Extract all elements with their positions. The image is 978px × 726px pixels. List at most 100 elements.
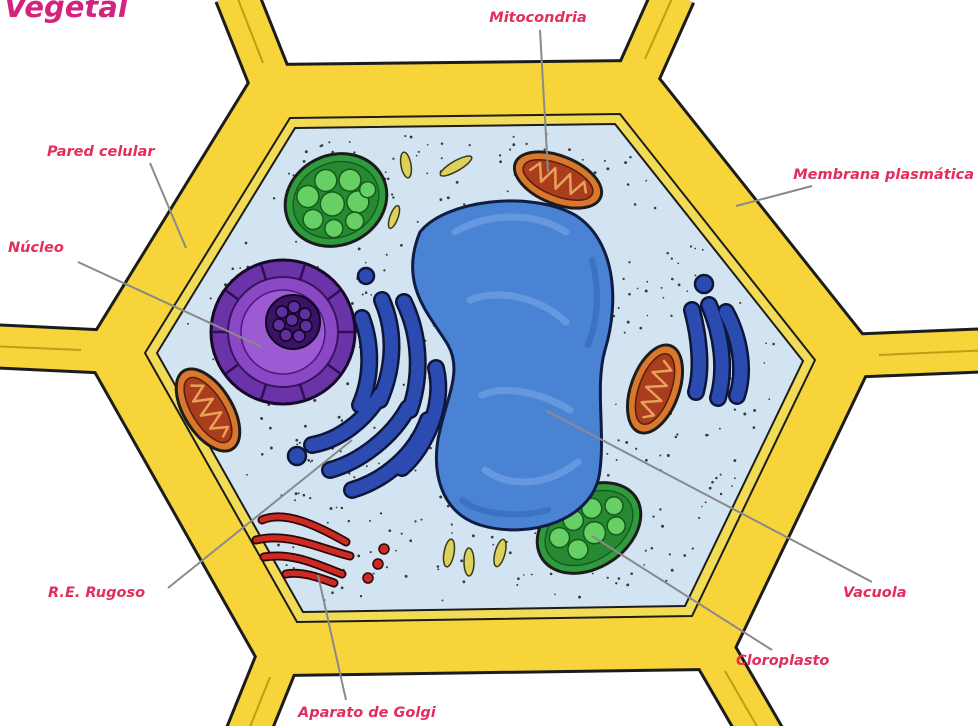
granule [616, 459, 618, 461]
granule [353, 151, 355, 153]
granule [210, 297, 212, 299]
granule [303, 494, 306, 497]
granule [187, 323, 189, 325]
granule [293, 567, 295, 569]
granule [427, 144, 429, 146]
granule [618, 577, 621, 580]
granule [715, 477, 718, 480]
granule [370, 551, 372, 553]
granule [626, 583, 629, 586]
granule [647, 315, 649, 317]
granule [645, 180, 647, 182]
granule [273, 197, 275, 199]
granule [298, 492, 300, 494]
granule [303, 160, 306, 163]
granule [654, 207, 657, 210]
granule [416, 155, 418, 157]
granule [365, 291, 368, 294]
label-cloroplasto: Cloroplasto [736, 653, 829, 669]
granule [607, 577, 609, 579]
granule [666, 252, 669, 255]
granule [705, 434, 708, 437]
nucleolus-granule [293, 330, 305, 342]
granule [299, 442, 301, 444]
granule [705, 501, 707, 503]
granule [694, 274, 696, 276]
granule [288, 173, 290, 175]
granule [405, 575, 408, 578]
granule [594, 171, 597, 174]
granule [634, 203, 637, 206]
granule [327, 522, 329, 524]
granule [646, 281, 648, 283]
nucleolus-granule [288, 301, 300, 313]
granule [606, 167, 609, 170]
granule [380, 512, 382, 514]
granule [388, 529, 391, 532]
granule [400, 244, 403, 247]
granule [615, 403, 617, 405]
granule [509, 551, 512, 554]
granule [768, 398, 770, 400]
golgi-vesicle [363, 573, 373, 583]
granule [387, 178, 390, 181]
granule [627, 321, 630, 324]
granule [395, 550, 397, 552]
granule [645, 459, 648, 462]
granule [385, 171, 387, 173]
granule [232, 268, 235, 271]
nucleolus-granule [276, 306, 288, 318]
granule [338, 416, 341, 419]
granule [686, 290, 688, 292]
granule [692, 548, 694, 550]
granule [442, 599, 444, 601]
granule [392, 196, 394, 198]
granule [659, 455, 661, 457]
granule [451, 532, 453, 534]
granule [499, 154, 501, 156]
granule [711, 481, 714, 484]
granule [437, 565, 440, 568]
granule [277, 544, 280, 547]
granule [437, 568, 439, 570]
granule [362, 293, 364, 295]
label-mitocondria: Mitocondria [489, 10, 586, 26]
granule [307, 459, 310, 462]
granule [378, 463, 380, 465]
granule [357, 554, 360, 557]
granule [310, 461, 312, 463]
granule [624, 161, 627, 164]
granule [469, 144, 471, 146]
vesicle [464, 548, 474, 576]
granule [328, 141, 330, 143]
granule [410, 136, 413, 139]
label-membrana-plasmatica: Membrana plasmática [793, 167, 974, 183]
granule [671, 569, 674, 572]
granule [417, 221, 419, 223]
granule [512, 143, 515, 146]
granule [507, 190, 509, 192]
granule [617, 439, 619, 441]
granule [492, 544, 494, 546]
granule [678, 284, 681, 287]
granule [351, 302, 354, 305]
granule [645, 550, 647, 552]
granule [311, 460, 313, 462]
granule [607, 474, 610, 477]
granule [499, 160, 502, 163]
granule [439, 496, 442, 499]
golgi-vesicle [379, 544, 389, 554]
label-nucleo: Núcleo [8, 240, 64, 256]
granule [643, 564, 645, 566]
granule [671, 257, 673, 259]
granule [491, 536, 494, 539]
rough-er-vesicle [288, 447, 306, 465]
granule [246, 474, 248, 476]
granule [304, 425, 307, 428]
granule [544, 149, 546, 151]
granule [592, 573, 594, 575]
granule [753, 426, 756, 429]
granule [720, 474, 722, 476]
granule [460, 559, 463, 562]
nucleolus-granule [280, 329, 292, 341]
